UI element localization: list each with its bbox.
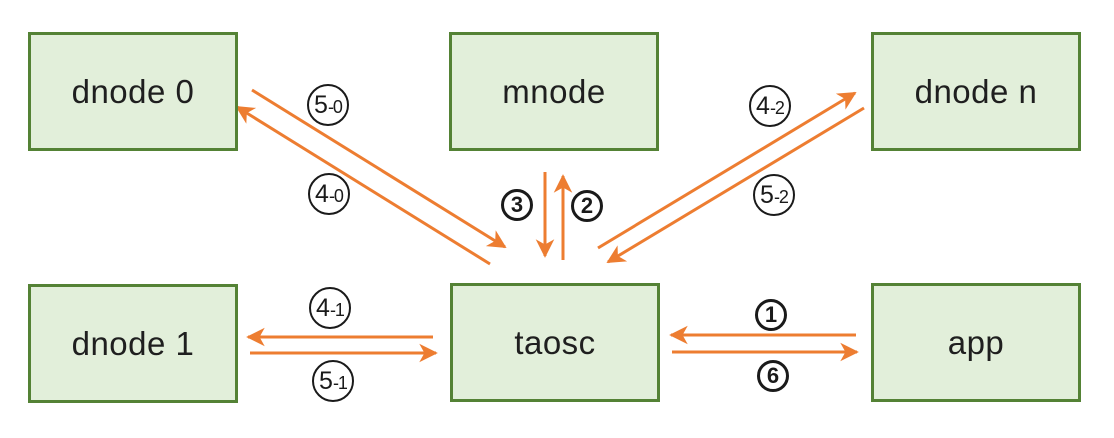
edge-label-main: 4 [316, 293, 330, 322]
edge-label-taosc-to-dnode1: 4-1 [309, 287, 351, 329]
arrow-dnode0-to-taosc [251, 88, 507, 249]
edge-label-main: 4 [756, 91, 770, 120]
node-app: app [871, 283, 1081, 402]
edge-label-sub: -0 [327, 96, 343, 117]
edge-label-main: 4 [315, 179, 329, 208]
node-dnode1-label: dnode 1 [71, 324, 195, 362]
edge-label-main: 6 [766, 363, 780, 388]
edge-label-main: 3 [510, 192, 524, 217]
edge-label-taosc-to-dnoden: 4-2 [749, 85, 791, 127]
arrow-taosc-to-dnode0 [235, 105, 491, 266]
edge-label-main: 2 [580, 193, 594, 218]
arrow-dnoden-to-taosc [606, 106, 865, 264]
node-dnode1: dnode 1 [28, 284, 238, 403]
node-mnode-label: mnode [502, 72, 606, 110]
edge-label-dnode0-to-taosc: 5-0 [307, 84, 349, 126]
node-dnode0-label: dnode 0 [71, 72, 195, 110]
edge-label-sub: -2 [773, 186, 789, 207]
node-dnoden-label: dnode n [914, 72, 1038, 110]
node-taosc: taosc [450, 283, 660, 402]
edge-label-main: 5 [319, 366, 333, 395]
edge-label-taosc-to-app: 6 [757, 360, 789, 392]
node-dnode0: dnode 0 [28, 32, 238, 151]
arrow-taosc-to-dnoden [597, 91, 857, 250]
edge-label-sub: -0 [328, 185, 344, 206]
node-app-label: app [947, 323, 1005, 361]
edge-label-sub: -1 [332, 372, 348, 393]
edge-label-main: 1 [764, 302, 778, 327]
edge-label-mnode-to-taosc: 3 [501, 189, 533, 221]
edge-label-taosc-to-dnode0: 4-0 [308, 173, 350, 215]
node-taosc-label: taosc [514, 323, 596, 361]
edge-label-sub: -2 [769, 97, 785, 118]
edge-label-dnoden-to-taosc: 5-2 [753, 174, 795, 216]
edge-label-sub: -1 [329, 299, 345, 320]
node-mnode: mnode [449, 32, 659, 151]
edge-label-main: 5 [760, 180, 774, 209]
edge-label-app-to-taosc: 1 [755, 299, 787, 331]
edge-label-dnode1-to-taosc: 5-1 [312, 360, 354, 402]
edge-label-main: 5 [314, 90, 328, 119]
node-dnoden: dnode n [871, 32, 1081, 151]
edge-label-taosc-to-mnode: 2 [571, 190, 603, 222]
